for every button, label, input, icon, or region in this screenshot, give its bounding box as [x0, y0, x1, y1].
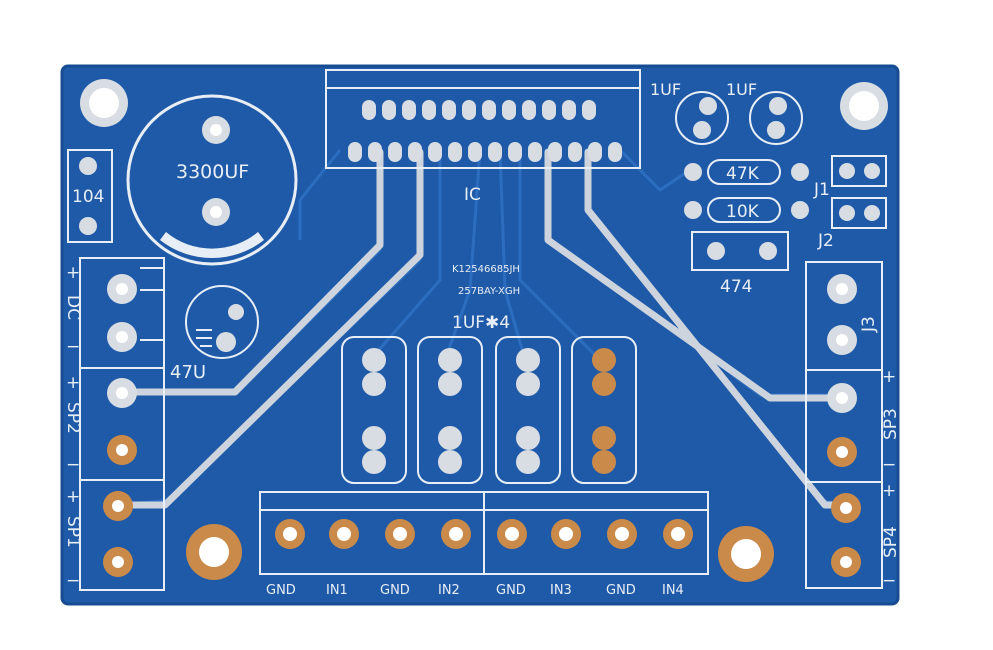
left-terminal-labels: + DC − + SP2 − + SP1 − — [63, 263, 83, 591]
capacitor-47u: 47U — [170, 285, 259, 383]
label-1uf-x4: 1UF✱4 — [452, 313, 510, 333]
label-10k: 10K — [726, 202, 760, 222]
gnd1-label: GND — [266, 583, 296, 598]
sp2-minus-label: − — [66, 455, 80, 475]
gnd4-label: GND — [606, 583, 636, 598]
sp1-plus-label: + — [66, 487, 80, 507]
sp2-plus-label: + — [66, 373, 80, 393]
left-pads — [103, 274, 137, 577]
right-pads — [827, 274, 861, 577]
in2-label: IN2 — [438, 583, 460, 598]
label-104: 104 — [72, 187, 104, 207]
ic-pins — [348, 100, 622, 162]
label-ic: IC — [464, 185, 481, 205]
sp1-minus-label: − — [66, 571, 80, 591]
label-1uf-b: 1UF — [726, 80, 757, 99]
mounting-holes — [80, 79, 888, 582]
capacitor-3300uf: 3300UF — [126, 94, 298, 266]
caps-1uf-top: 1UF 1UF — [650, 80, 803, 145]
sp3-plus-label: + — [882, 367, 896, 387]
sp2-label: SP2 — [63, 402, 83, 434]
sp1-label: SP1 — [63, 516, 83, 548]
bottom-terminal-labels: GND IN1 GND IN2 GND IN3 GND IN4 — [266, 583, 684, 598]
in4-label: IN4 — [662, 583, 684, 598]
dc-plus-label: + — [66, 263, 80, 283]
label-ic-code2: 257BAY-XGH — [458, 286, 520, 297]
dc-label: DC — [63, 295, 83, 320]
j3-label: J3 — [859, 316, 879, 333]
label-3300uf: 3300UF — [176, 161, 249, 183]
pcb-board — [62, 66, 898, 604]
gnd3-label: GND — [496, 583, 526, 598]
ic-footprint: IC K12546685JH 257BAY-XGH — [325, 69, 641, 297]
label-474: 474 — [720, 277, 752, 297]
sp3-label: SP3 — [881, 408, 901, 440]
sp3-minus-label: − — [882, 455, 896, 475]
capacitor-474: 474 — [691, 231, 789, 297]
right-terminal-labels: J3 + SP3 − + SP4 − — [859, 316, 901, 591]
sp4-label: SP4 — [881, 526, 901, 558]
bottom-pads — [275, 519, 693, 549]
dc-minus-label: − — [66, 337, 80, 357]
label-j2: J2 — [817, 231, 834, 251]
input-caps — [341, 336, 637, 484]
label-j1: J1 — [813, 180, 830, 200]
left-terminal-blocks — [79, 257, 165, 591]
capacitor-104: 104 — [67, 149, 113, 243]
right-terminal-blocks — [805, 261, 883, 589]
label-47k: 47K — [726, 164, 760, 184]
label-1uf-a: 1UF — [650, 80, 681, 99]
label-ic-code1: K12546685JH — [452, 264, 520, 275]
in3-label: IN3 — [550, 583, 572, 598]
resistors: 47K 10K — [684, 159, 809, 223]
in1-label: IN1 — [326, 583, 348, 598]
gnd2-label: GND — [380, 583, 410, 598]
jumpers: J1 J2 — [813, 155, 887, 251]
sp4-plus-label: + — [882, 481, 896, 501]
sp4-minus-label: − — [882, 571, 896, 591]
label-47u: 47U — [170, 362, 206, 383]
bottom-terminal-blocks — [259, 491, 709, 575]
